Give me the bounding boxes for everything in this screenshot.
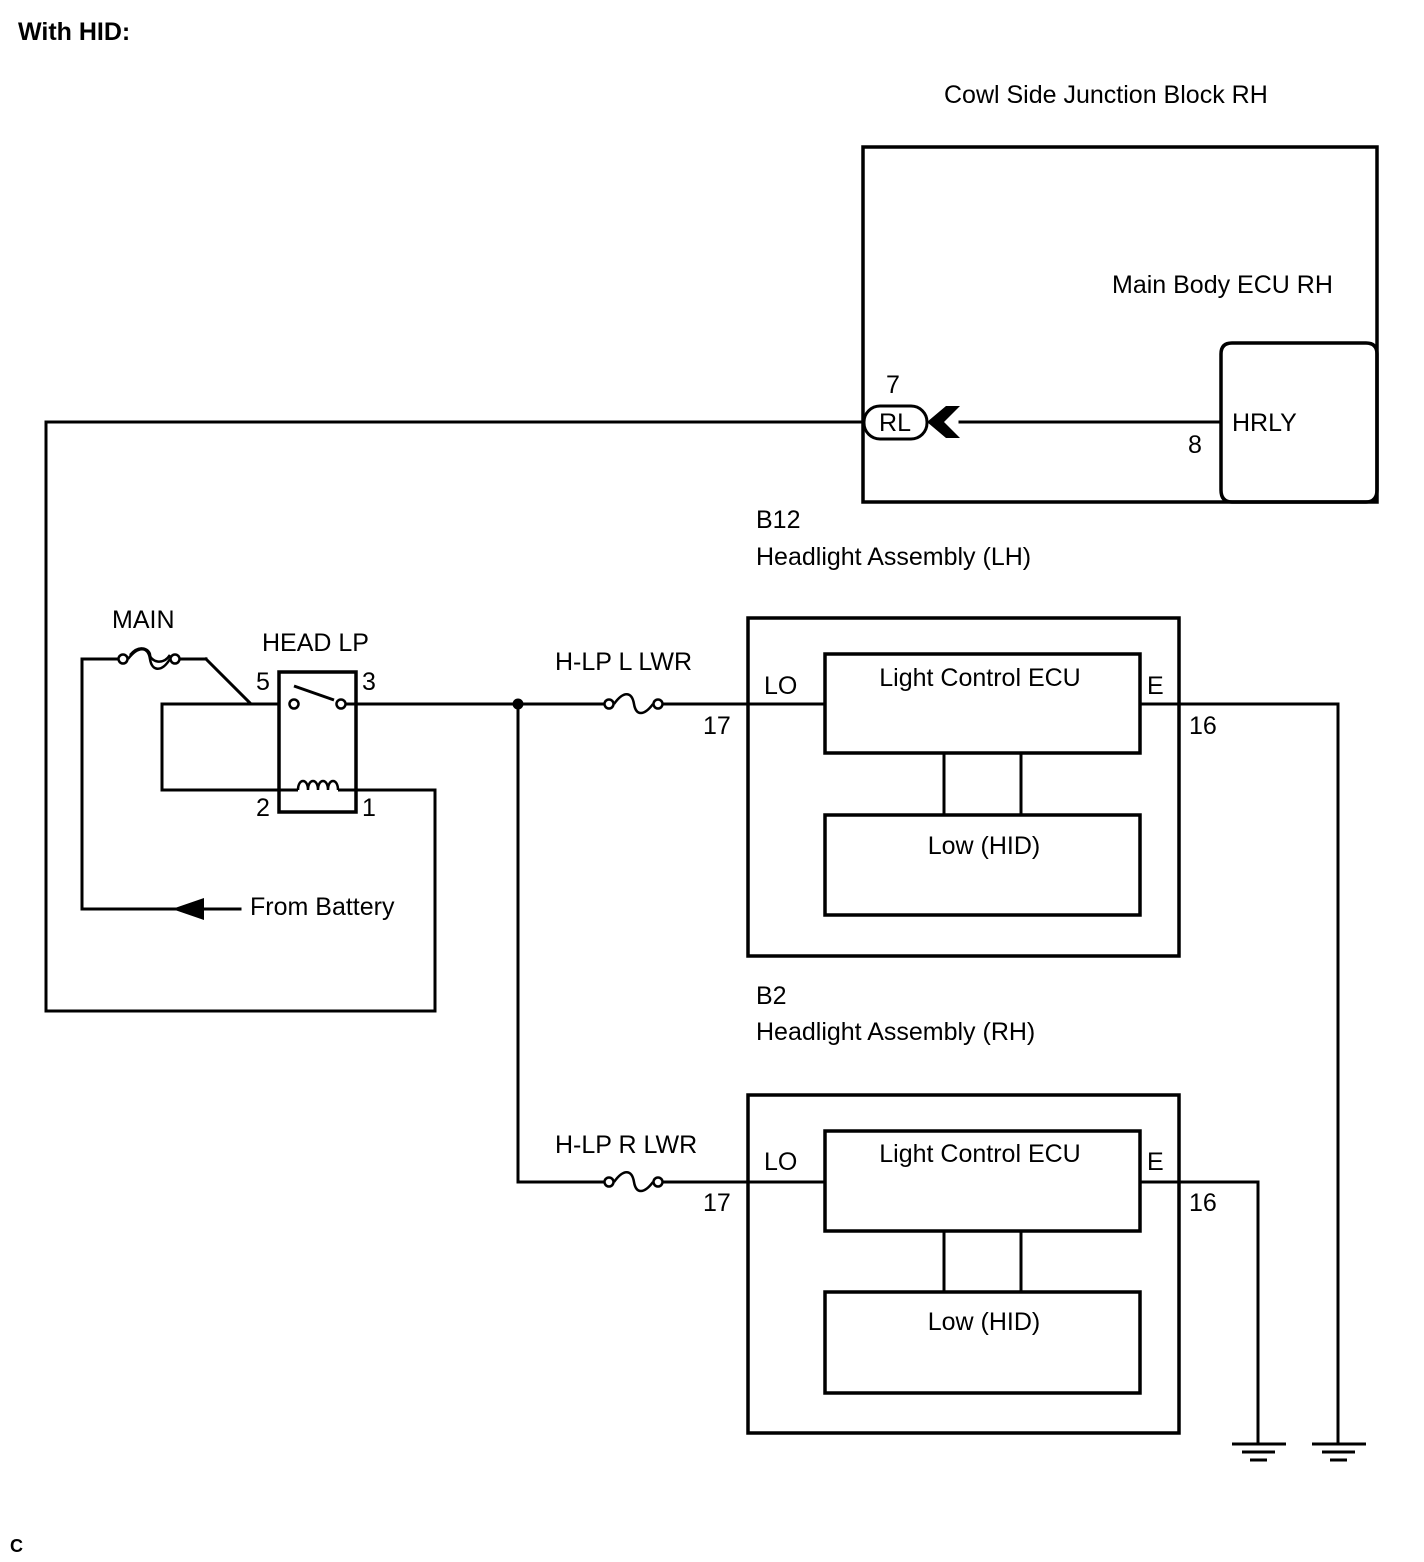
relay-switch: [288, 684, 347, 710]
fuse-h-lp-r-lwr: [603, 1171, 664, 1193]
rh-pin-e-label: E: [1147, 1148, 1164, 1176]
fuse-main-label: MAIN: [112, 606, 175, 634]
fuse-main: [117, 647, 181, 670]
rh-pin-lo-label: LO: [764, 1148, 797, 1176]
lh-pin-lo-label: LO: [764, 672, 797, 700]
rh-headlight-box: [746, 1093, 1181, 1435]
arrow-left-icon: [172, 898, 204, 920]
wire-rh-ground: [1138, 1180, 1260, 1446]
ground-icon: [1312, 1442, 1366, 1462]
lh-fuse-label: H-LP L LWR: [555, 648, 692, 676]
lh-pin-lo-num: 17: [703, 712, 731, 740]
wire-battery: [80, 657, 242, 911]
hrly-block: [1219, 341, 1379, 504]
wire-splice-to-rh-fuse: [516, 702, 607, 1184]
junction-block-title: Cowl Side Junction Block RH: [944, 81, 1268, 109]
diagram-title: With HID:: [18, 18, 130, 46]
rh-ecu-label: Light Control ECU: [879, 1140, 1080, 1168]
lh-headlight-box: [746, 616, 1181, 958]
lh-pin-e-num: 16: [1189, 712, 1217, 740]
hrly-label: HRLY: [1232, 409, 1297, 437]
relay-pin-5: 5: [256, 668, 270, 696]
relay-pin-2: 2: [256, 794, 270, 822]
relay-pin-8: 8: [1188, 431, 1202, 459]
chevron-left-icon: [927, 406, 960, 438]
junction-block-box: [861, 145, 1379, 504]
head-lp-relay: [277, 670, 358, 814]
wire-relay-loop: [160, 702, 281, 792]
rh-code: B2: [756, 982, 787, 1010]
wire-main-to-relay: [203, 656, 253, 706]
lh-code: B12: [756, 506, 800, 534]
lh-name: Headlight Assembly (LH): [756, 543, 1031, 571]
relay-pin-3: 3: [362, 668, 376, 696]
rh-low-hid: [823, 1290, 1142, 1395]
wire-lh-ground: [1138, 702, 1340, 1446]
lh-lamp-label: Low (HID): [928, 832, 1041, 860]
connector-pin-7: 7: [886, 371, 900, 399]
rh-fuse-label: H-LP R LWR: [555, 1131, 697, 1159]
fuse-h-lp-l-lwr: [603, 693, 664, 715]
main-body-ecu-title: Main Body ECU RH: [1112, 271, 1333, 299]
relay-coil: [279, 779, 356, 792]
relay-label: HEAD LP: [262, 629, 369, 657]
relay-pin-1: 1: [362, 794, 376, 822]
rh-lamp-label: Low (HID): [928, 1308, 1041, 1336]
ground-icon: [1232, 1442, 1286, 1462]
footer-code: C: [10, 1536, 23, 1556]
lh-pin-e-label: E: [1147, 672, 1164, 700]
battery-label: From Battery: [250, 893, 395, 921]
rh-pin-lo-num: 17: [703, 1189, 731, 1217]
rh-name: Headlight Assembly (RH): [756, 1018, 1035, 1046]
wire-rl-to-relay-coil: [44, 420, 866, 1013]
rl-connector-label: RL: [879, 409, 911, 437]
rh-pin-e-num: 16: [1189, 1189, 1217, 1217]
lh-ecu-label: Light Control ECU: [879, 664, 1080, 692]
lh-low-hid: [823, 813, 1142, 917]
